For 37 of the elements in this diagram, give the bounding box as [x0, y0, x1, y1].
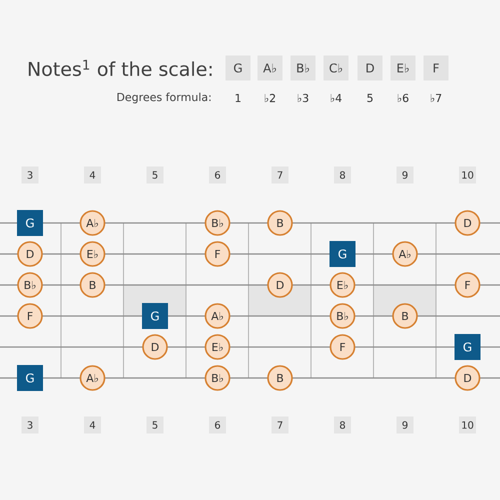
degree-label: 1	[236, 94, 240, 102]
fret-number: 6	[209, 166, 226, 184]
degree-label: ♭6	[398, 94, 408, 102]
fret-number: 7	[272, 416, 288, 434]
fret-number: 10	[459, 166, 476, 184]
note-box: A♭	[258, 56, 282, 80]
fret-number: 8	[334, 416, 351, 434]
fret-number: 6	[209, 416, 226, 434]
note-box: F	[424, 56, 448, 80]
root-note-square: G	[142, 303, 168, 329]
fret-number: 10	[459, 416, 476, 434]
fret-number: 7	[272, 166, 288, 184]
note-box: E♭	[390, 56, 416, 80]
fret-number: 4	[84, 166, 101, 184]
root-note-square: G	[330, 241, 356, 267]
fret-number: 8	[334, 166, 351, 184]
fret-number: 5	[146, 166, 164, 184]
root-note-square: G	[454, 334, 480, 360]
degree-label: ♭3	[298, 94, 308, 102]
degree-label: ♭2	[264, 94, 275, 102]
title: Notes$^{1}$ of the scale:	[28, 60, 212, 76]
fret-number: 3	[22, 166, 38, 184]
note-box: G	[226, 56, 250, 80]
degree-label: ♭7	[430, 94, 442, 102]
root-note-square: G	[17, 210, 43, 236]
fret-number: 4	[84, 416, 101, 434]
fret-number: 9	[396, 166, 414, 184]
fret-number: 9	[396, 416, 414, 434]
fret-number: 3	[22, 416, 38, 434]
note-box: C♭	[324, 56, 348, 80]
degree-label: ♭4	[330, 94, 342, 102]
fret-number: 5	[146, 416, 164, 434]
degree-label: 5	[367, 94, 373, 102]
note-box: B♭	[290, 56, 316, 80]
root-note-square: G	[17, 365, 43, 391]
degrees-heading: Degrees formula:	[118, 92, 211, 104]
note-box: D	[358, 56, 382, 80]
